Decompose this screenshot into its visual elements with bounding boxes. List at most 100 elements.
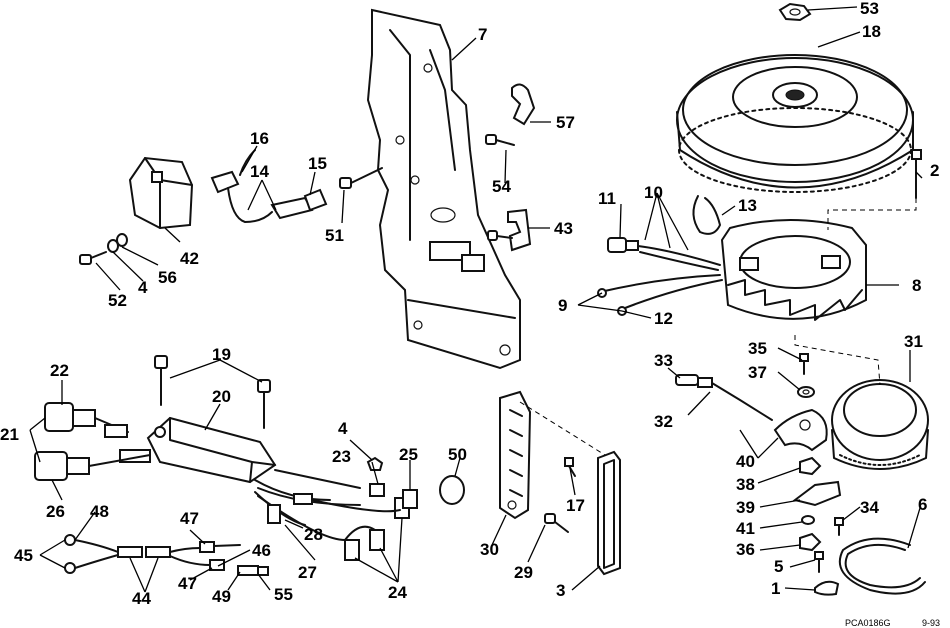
callout-18: 18 [862, 22, 881, 41]
screw-35 [799, 353, 809, 375]
callout-8: 8 [912, 276, 921, 295]
ignition-coil [128, 156, 194, 230]
callout-56: 56 [158, 268, 177, 287]
screw-19-left [154, 355, 168, 406]
callout-1: 1 [771, 579, 780, 598]
callout-55: 55 [274, 585, 293, 604]
callout-50: 50 [448, 445, 467, 464]
callout-23: 23 [332, 447, 351, 466]
callout-37: 37 [748, 363, 767, 382]
clamp-43 [507, 208, 532, 252]
callout-46: 46 [252, 541, 271, 560]
screw-51 [339, 167, 383, 189]
callout-48: 48 [90, 502, 109, 521]
callout-2: 2 [930, 161, 939, 180]
washer-41 [801, 515, 815, 525]
callout-44: 44 [132, 589, 151, 608]
callout-35: 35 [748, 339, 767, 358]
clip-1 [814, 580, 840, 596]
callout-17: 17 [566, 496, 585, 515]
washer-37 [797, 386, 815, 398]
callout-13: 13 [738, 196, 757, 215]
washer-56 [116, 233, 128, 247]
screw-2 [911, 149, 922, 199]
callout-52: 52 [108, 291, 127, 310]
washer-4-lower [366, 456, 384, 471]
dash-connector-block-cover [519, 401, 606, 456]
callout-30: 30 [480, 540, 499, 559]
callout-33: 33 [654, 351, 673, 370]
callout-41: 41 [736, 519, 755, 538]
lead-assembly [64, 534, 269, 576]
callout-34: 34 [860, 498, 879, 517]
callout-21: 21 [0, 425, 19, 444]
callout-45: 45 [14, 546, 33, 565]
power-pack [146, 416, 277, 484]
link-39 [792, 480, 842, 507]
callout-4-lower: 4 [338, 419, 348, 438]
callout-12: 12 [654, 309, 673, 328]
callout-39: 39 [736, 498, 755, 517]
callout-3: 3 [556, 581, 565, 600]
screw-19-right [257, 379, 271, 429]
callout-51: 51 [325, 226, 344, 245]
callout-15: 15 [308, 154, 327, 173]
stator [720, 219, 867, 321]
nut-36 [799, 532, 822, 552]
callout-40: 40 [736, 452, 755, 471]
callout-26: 26 [46, 502, 65, 521]
screw-17 [564, 457, 576, 477]
callout-36: 36 [736, 540, 755, 559]
callout-38: 38 [736, 475, 755, 494]
leader-lines [29, 6, 923, 593]
connector-26 [34, 449, 151, 481]
callout-43: 43 [554, 219, 573, 238]
callout-47-upper: 47 [180, 509, 199, 528]
power-pack-harness [254, 469, 418, 561]
callout-32: 32 [654, 412, 673, 431]
throttle-rod [675, 374, 773, 421]
callout-29: 29 [514, 563, 533, 582]
callout-10: 10 [644, 183, 663, 202]
callout-22: 22 [50, 361, 69, 380]
callout-28: 28 [304, 525, 323, 544]
timer-base [831, 379, 929, 470]
stator-harness [597, 237, 723, 316]
callout-20: 20 [212, 387, 231, 406]
callout-4-upper: 4 [138, 278, 148, 297]
flywheel-nut [778, 2, 812, 22]
clip-50 [439, 475, 465, 505]
spark-plug-lead [210, 149, 328, 223]
screw-34 [834, 517, 844, 536]
terminal-cover [597, 450, 621, 576]
callout-49: 49 [212, 587, 231, 606]
flywheel [676, 54, 914, 193]
screw-5 [814, 551, 824, 573]
terminal-block [499, 390, 532, 520]
armature-plate [366, 8, 521, 370]
clip-13 [692, 195, 721, 235]
callout-57: 57 [556, 113, 575, 132]
terminal-23 [369, 483, 385, 497]
callout-16: 16 [250, 129, 269, 148]
callout-7: 7 [478, 25, 487, 44]
connector-22 [44, 402, 129, 438]
screw-54 [485, 134, 515, 146]
callouts: 1 2 3 4 4 5 6 7 8 9 10 11 12 13 14 15 16… [0, 0, 939, 608]
nut-38 [799, 456, 822, 476]
callout-24: 24 [388, 583, 407, 602]
callout-11: 11 [598, 189, 616, 208]
callout-42: 42 [180, 249, 199, 268]
callout-6: 6 [918, 495, 927, 514]
callout-5: 5 [774, 557, 783, 576]
retaining-ring-6 [838, 537, 926, 595]
screw-52 [79, 251, 107, 265]
screw-43-fastener [487, 230, 513, 241]
drawing-date: 9-93 [922, 618, 940, 628]
callout-14: 14 [250, 162, 269, 181]
screw-29 [544, 513, 569, 533]
callout-19: 19 [212, 345, 231, 364]
callout-9: 9 [558, 296, 567, 315]
drawing-code: PCA0186G [845, 618, 891, 628]
